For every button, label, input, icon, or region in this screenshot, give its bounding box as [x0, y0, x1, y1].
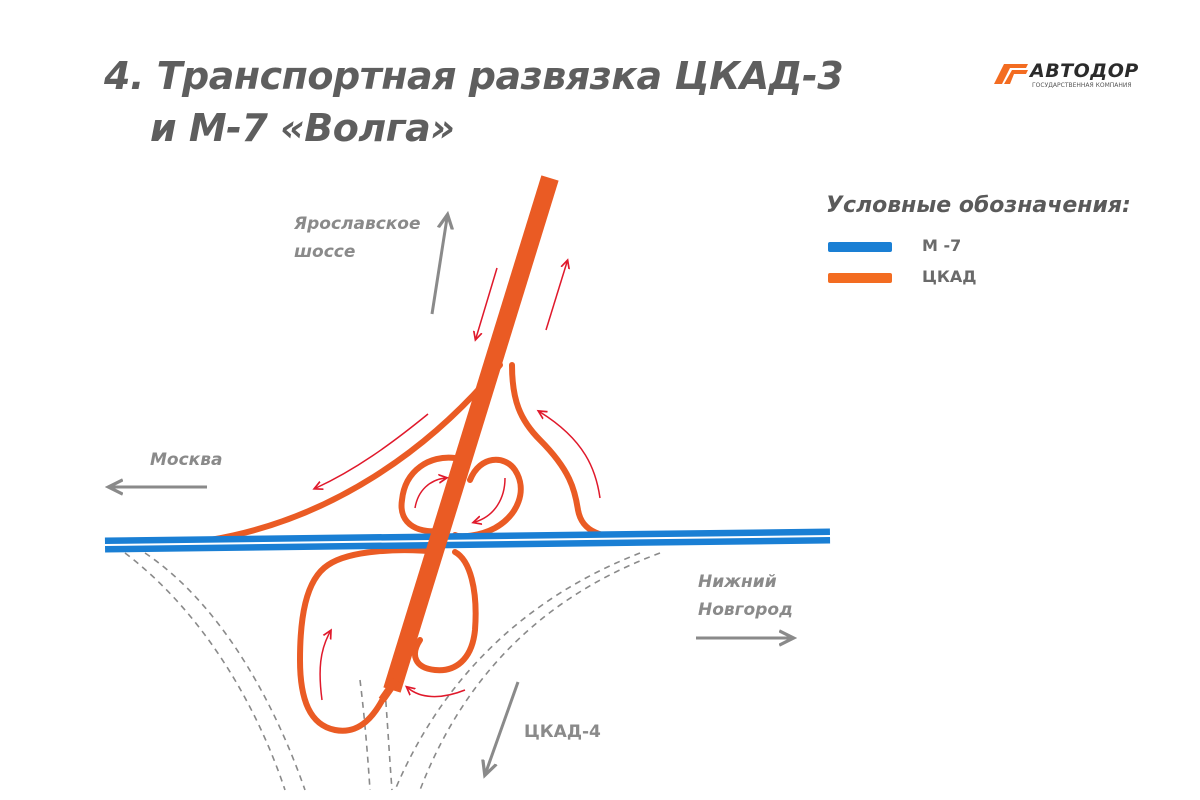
label-yaroslavl-line2: шоссе	[294, 242, 356, 262]
legend-label-ckad: ЦКАД	[922, 267, 977, 286]
arrow-to-ckad4	[486, 681, 520, 772]
label-nizhny-line2: Новгород	[698, 600, 793, 620]
ckad-mainline	[383, 175, 559, 693]
label-yaroslavl-highway: Ярославское шоссе	[294, 210, 421, 266]
direction-arrows	[112, 218, 790, 772]
title-line-2: и М-7 «Волга»	[150, 106, 455, 150]
label-nizhny-novgorod: Нижний Новгород	[698, 568, 793, 624]
planned-roads-dashed	[124, 552, 661, 791]
label-nizhny-line1: Нижний	[698, 572, 777, 592]
label-ckad4: ЦКАД-4	[524, 722, 601, 742]
label-moscow: Москва	[150, 450, 223, 470]
logo-subtitle: ГОСУДАРСТВЕННАЯ КОМПАНИЯ	[1032, 82, 1132, 89]
m7-highway-median	[104, 535, 831, 546]
arrow-to-yaroslavl	[430, 218, 447, 315]
avtodor-logo: АВТОДОР ГОСУДАРСТВЕННАЯ КОМПАНИЯ	[990, 60, 1138, 91]
legend-swatch-m7	[828, 242, 892, 252]
label-yaroslavl-line1: Ярославское	[294, 214, 421, 234]
legend-swatch-ckad	[828, 273, 892, 283]
traffic-direction-arrows	[316, 262, 601, 701]
ckad-mainline-thin-end	[378, 677, 400, 703]
title-line-1: 4. Транспортная развязка ЦКАД-3	[104, 54, 844, 98]
logo-name: АВТОДОР	[1030, 60, 1139, 82]
legend-label-m7: М -7	[922, 236, 962, 255]
page-title: 4. Транспортная развязка ЦКАД-3 и М-7 «В…	[104, 50, 844, 154]
ckad-ramps	[207, 362, 643, 734]
avtodor-logo-icon	[994, 64, 1028, 84]
legend-title: Условные обозначения:	[826, 193, 1131, 218]
